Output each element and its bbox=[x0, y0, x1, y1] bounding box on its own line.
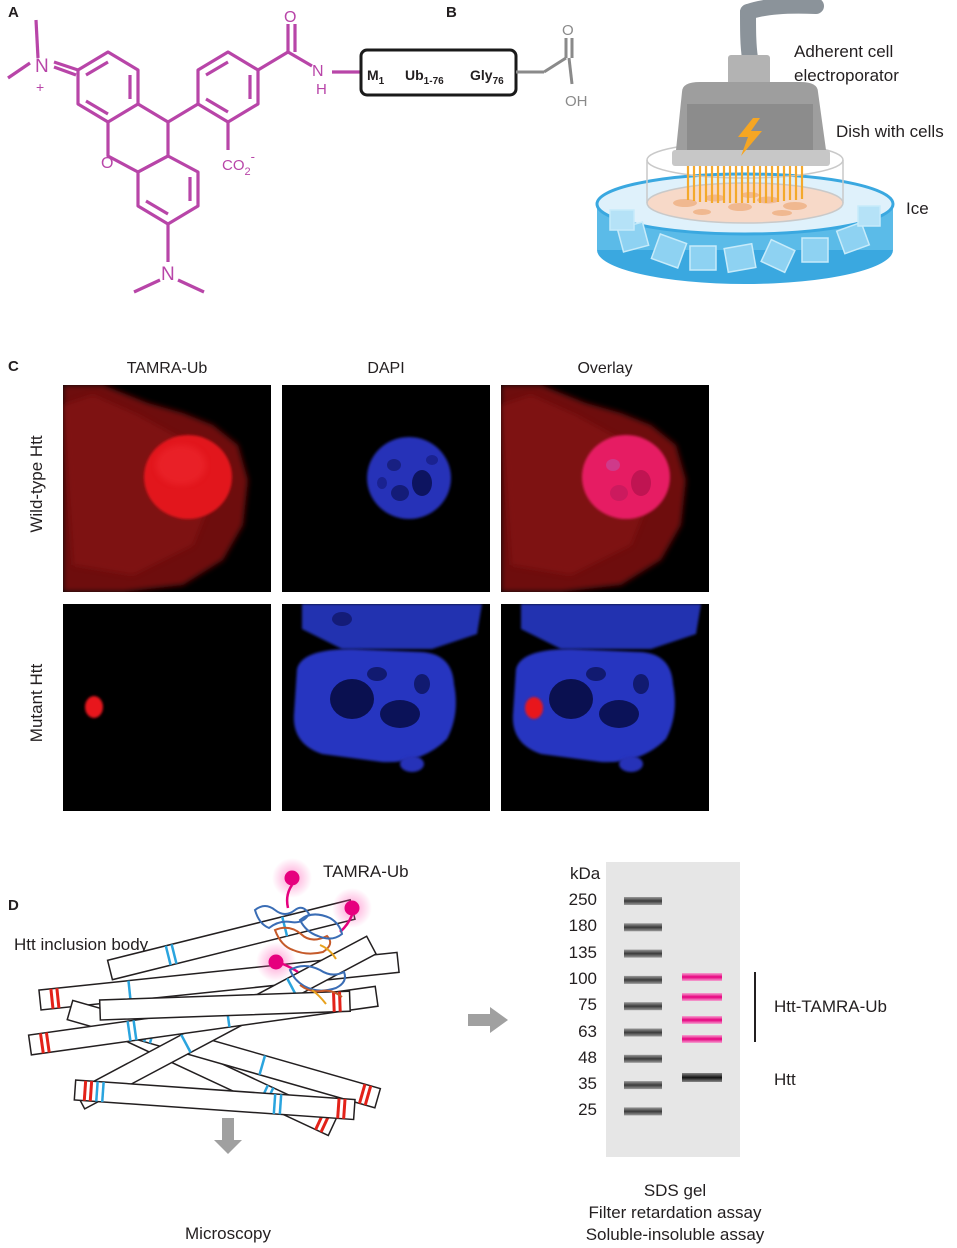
microscopy-label: Microscopy bbox=[185, 1224, 271, 1243]
dish-label: Dish with cells bbox=[836, 122, 944, 141]
arrow-down-icon bbox=[214, 1118, 242, 1154]
tamra-ub-structure: N + O N CO2- O N H M1 Ub1-76 Gly76 O OH bbox=[7, 9, 588, 294]
micrograph-wt-overlay bbox=[501, 385, 709, 592]
arrow-to-gel-icon bbox=[468, 1007, 508, 1033]
acid-hydroxyl: OH bbox=[565, 93, 588, 110]
htt-band bbox=[682, 1073, 722, 1082]
ladder-band bbox=[624, 923, 662, 932]
htt-tamra-ub-band-1 bbox=[682, 973, 722, 981]
xanthene-core bbox=[7, 19, 360, 294]
acid-oxygen: O bbox=[562, 22, 574, 39]
htt-tamra-ub-band-2 bbox=[682, 993, 722, 1001]
micrograph-wt-dapi bbox=[282, 385, 490, 592]
ubiquitin-box bbox=[359, 48, 518, 97]
gel-bands bbox=[624, 897, 722, 1116]
ice-label: Ice bbox=[906, 199, 929, 218]
box-ub: Ub1-76 bbox=[405, 67, 444, 87]
box-gly: Gly76 bbox=[470, 67, 504, 87]
ladder-band bbox=[624, 1054, 662, 1063]
ladder-label: 48 bbox=[578, 1047, 597, 1067]
device-neck bbox=[728, 55, 770, 85]
tamra-dye-3 bbox=[268, 954, 284, 970]
kda-label: kDa bbox=[570, 864, 601, 883]
column-header-dapi: DAPI bbox=[367, 360, 405, 377]
ladder-band bbox=[624, 1028, 662, 1037]
htt-tamra-ub-band-4 bbox=[682, 1035, 722, 1043]
ice-cubes bbox=[609, 205, 881, 274]
micrograph-mutant-dapi bbox=[282, 604, 490, 811]
electroporator-label: Adherent cell electroporator bbox=[794, 42, 899, 85]
plus-charge: + bbox=[36, 79, 44, 95]
ladder-label: 35 bbox=[578, 1074, 597, 1094]
htt-tamra-ub-band-3 bbox=[682, 1016, 722, 1024]
amide-oxygen: O bbox=[284, 9, 296, 26]
ladder-label: 250 bbox=[568, 890, 597, 909]
sample-bands bbox=[682, 973, 722, 1082]
ladder-band bbox=[624, 975, 662, 984]
amide-nitrogen: N bbox=[312, 63, 324, 80]
ladder-band bbox=[624, 1107, 662, 1116]
ladder-band bbox=[624, 1002, 662, 1011]
assay-list: SDS gel Filter retardation assay Soluble… bbox=[540, 1180, 810, 1246]
inclusion-body-label: Htt inclusion body bbox=[14, 935, 149, 954]
micrograph-mutant-tamra bbox=[63, 604, 271, 811]
ladder-bands bbox=[624, 897, 662, 1116]
panel-b-label: B bbox=[446, 4, 457, 21]
htt-tamra-ub-label: Htt-TAMRA-Ub bbox=[774, 997, 888, 1016]
assay-soluble-insoluble: Soluble-insoluble assay bbox=[585, 1225, 765, 1244]
inclusion-body-diagram bbox=[27, 858, 470, 1154]
panel-a-label: A bbox=[8, 4, 19, 21]
carboxylate-label: CO2- bbox=[222, 149, 255, 178]
carboxylic-acid bbox=[516, 38, 574, 85]
column-header-overlay: Overlay bbox=[577, 360, 633, 377]
tamra-ub-label: TAMRA-Ub bbox=[323, 862, 409, 881]
electroporation-illustration bbox=[595, 0, 895, 284]
filaments bbox=[27, 898, 400, 1137]
bracket-line bbox=[754, 972, 756, 1042]
device-base bbox=[672, 150, 830, 166]
ladder-label: 100 bbox=[568, 968, 597, 988]
ubiquitin-proteins bbox=[253, 858, 372, 1005]
htt-label: Htt bbox=[774, 1070, 796, 1089]
panel-c-label: C bbox=[8, 358, 19, 375]
micrograph-mutant-overlay bbox=[501, 604, 709, 811]
xanthene-oxygen: O bbox=[101, 155, 113, 172]
n-bottom-atom: N bbox=[161, 264, 175, 285]
ladder-label: 63 bbox=[578, 1021, 597, 1041]
row-label-mutant: Mutant Htt bbox=[27, 663, 46, 743]
amide-hydrogen: H bbox=[316, 81, 327, 98]
ladder-label: 75 bbox=[578, 995, 597, 1015]
tamra-dye-2 bbox=[344, 900, 360, 916]
box-m1: M1 bbox=[367, 67, 385, 87]
ladder-label: 135 bbox=[568, 942, 597, 962]
ladder-label: 180 bbox=[568, 916, 597, 936]
row-label-wild-type: Wild-type Htt bbox=[27, 435, 46, 533]
column-header-tamra: TAMRA-Ub bbox=[126, 360, 208, 377]
assay-filter-retardation: Filter retardation assay bbox=[588, 1203, 762, 1222]
n-plus-atom: N bbox=[35, 56, 49, 77]
ladder-band bbox=[624, 1081, 662, 1090]
ladder-band bbox=[624, 897, 662, 905]
ladder-band bbox=[624, 949, 662, 958]
electrode-pins bbox=[686, 165, 804, 203]
micrograph-wt-tamra bbox=[63, 385, 271, 592]
lightning-icon bbox=[738, 118, 762, 156]
cells bbox=[673, 192, 807, 216]
assay-sds-gel: SDS gel bbox=[643, 1181, 707, 1200]
panel-d-label: D bbox=[8, 897, 19, 914]
ladder-label: 25 bbox=[578, 1100, 597, 1120]
tamra-dye-1 bbox=[284, 870, 300, 886]
